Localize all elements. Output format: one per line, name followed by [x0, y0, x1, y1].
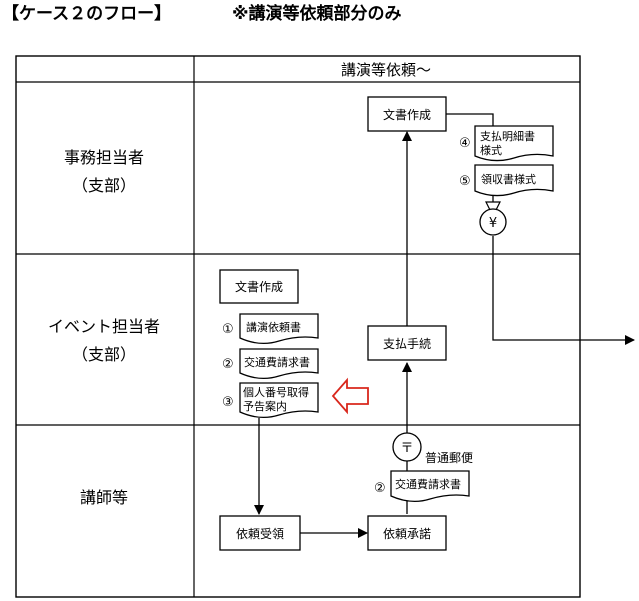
- doc-travel-expense-event-line1: 交通費請求書: [244, 355, 310, 369]
- request-receive-box: 依頼受領: [219, 515, 301, 551]
- lane-sublabel-office: （支部）: [72, 176, 136, 195]
- doc-my-number-notice: ③ 個人番号取得 予告案内: [222, 382, 319, 419]
- doc-travel-expense-event: ② 交通費請求書: [222, 348, 319, 380]
- swimlane-grid: [15, 55, 581, 598]
- highlight-arrow-icon: [331, 377, 369, 415]
- diagram-subtitle: ※講演等依頼部分のみ: [232, 3, 402, 24]
- doc-travel-expense-lecturer-line1: 交通費請求書: [395, 477, 461, 491]
- doc-receipt-form: ⑤ 領収書様式: [459, 164, 554, 197]
- diagram-title: 【ケース２のフロー】: [2, 3, 171, 24]
- lane-label-event: イベント担当者: [48, 317, 160, 336]
- doc-payment-statement: ④ 支払明細書 様式: [459, 125, 554, 162]
- column-header: 講演等依頼〜: [341, 61, 431, 79]
- yen-bag-icon: ¥: [479, 196, 507, 236]
- doc-my-number-notice-line2: 予告案内: [243, 399, 287, 413]
- event-doc-create-box: 文書作成: [219, 269, 299, 304]
- payment-procedure-box: 支払手続: [367, 325, 447, 361]
- event-doc-create-label: 文書作成: [235, 279, 283, 294]
- request-accept-label: 依頼承諾: [383, 526, 431, 541]
- doc-lecture-request: ① 講演依頼書: [222, 313, 319, 345]
- doc-lecture-request-num: ①: [222, 322, 234, 337]
- connectors: [254, 113, 635, 538]
- request-receive-label: 依頼受領: [236, 526, 284, 541]
- doc-receipt-form-line1: 領収書様式: [481, 172, 536, 186]
- request-accept-box: 依頼承諾: [367, 515, 447, 551]
- lane-label-office: 事務担当者: [64, 148, 144, 167]
- postal-icon: 〒: [392, 432, 422, 462]
- doc-travel-expense-lecturer-num: ②: [374, 481, 386, 496]
- payment-procedure-label: 支払手続: [383, 337, 431, 351]
- lane-label-lecturer: 講師等: [80, 488, 128, 507]
- doc-my-number-notice-num: ③: [222, 395, 234, 410]
- doc-payment-statement-line1: 支払明細書: [480, 129, 535, 143]
- doc-travel-expense-lecturer: ② 交通費請求書: [374, 470, 470, 503]
- doc-payment-statement-num: ④: [459, 136, 471, 151]
- doc-payment-statement-line2: 様式: [480, 143, 502, 157]
- doc-my-number-notice-line1: 個人番号取得: [243, 386, 309, 399]
- office-doc-create-box: 文書作成: [367, 96, 447, 132]
- regular-mail-label: 普通郵便: [425, 451, 473, 465]
- doc-receipt-form-num: ⑤: [459, 174, 471, 189]
- doc-lecture-request-line1: 講演依頼書: [246, 320, 301, 334]
- postal-symbol: 〒: [400, 441, 413, 456]
- office-doc-create-label: 文書作成: [383, 107, 431, 122]
- doc-travel-expense-event-num: ②: [222, 357, 234, 372]
- lane-sublabel-event: （支部）: [72, 345, 136, 364]
- yen-symbol: ¥: [489, 216, 497, 231]
